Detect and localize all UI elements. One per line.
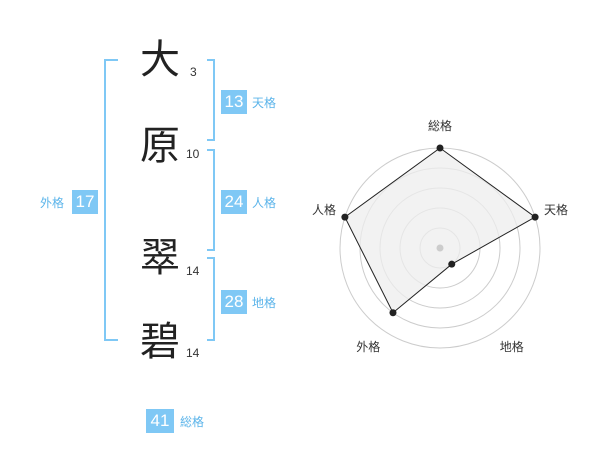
tenkaku-value-badge: 13 bbox=[221, 90, 247, 114]
chikaku-value-badge: 28 bbox=[221, 290, 247, 314]
radar-point-1 bbox=[531, 213, 539, 221]
radar-axis-label-tenkaku: 天格 bbox=[544, 203, 569, 218]
stroke-count-4: 14 bbox=[186, 346, 200, 360]
stroke-count-3: 14 bbox=[186, 264, 200, 278]
name-char-4: 碧 bbox=[140, 319, 180, 365]
gaikaku-value-badge: 17 bbox=[72, 190, 98, 214]
gaikaku-label: 外格 bbox=[40, 196, 65, 210]
name-char-1: 大 bbox=[140, 37, 180, 83]
soukaku-value-badge: 41 bbox=[146, 409, 174, 433]
name-char-2: 原 bbox=[140, 123, 180, 169]
radar-axis-label-soukaku: 総格 bbox=[428, 119, 453, 133]
radar-point-3 bbox=[389, 309, 397, 317]
radar-data-polygon bbox=[344, 147, 537, 314]
radar-point-4 bbox=[341, 213, 349, 221]
jinkaku-value-badge: 24 bbox=[221, 190, 247, 214]
tenkaku-bracket bbox=[207, 59, 215, 141]
jinkaku-label: 人格 bbox=[252, 196, 277, 210]
chikaku-label: 地格 bbox=[252, 296, 277, 310]
tenkaku-label: 天格 bbox=[252, 96, 277, 110]
name-char-3: 翠 bbox=[140, 235, 180, 281]
radar-point-0 bbox=[436, 144, 444, 152]
chikaku-bracket bbox=[207, 257, 215, 341]
jinkaku-bracket bbox=[207, 149, 215, 251]
radar-axis-label-gaikaku: 外格 bbox=[356, 339, 381, 354]
radar-center-dot bbox=[436, 244, 444, 252]
gaikaku-bracket bbox=[104, 59, 118, 341]
radar-axis-label-chikaku: 地格 bbox=[499, 339, 524, 354]
radar-point-2 bbox=[448, 260, 456, 268]
stroke-count-1: 3 bbox=[190, 65, 197, 79]
radar-axis-label-jinkaku: 人格 bbox=[311, 203, 336, 218]
stroke-count-2: 10 bbox=[186, 147, 200, 161]
soukaku-label: 総格 bbox=[180, 415, 205, 429]
